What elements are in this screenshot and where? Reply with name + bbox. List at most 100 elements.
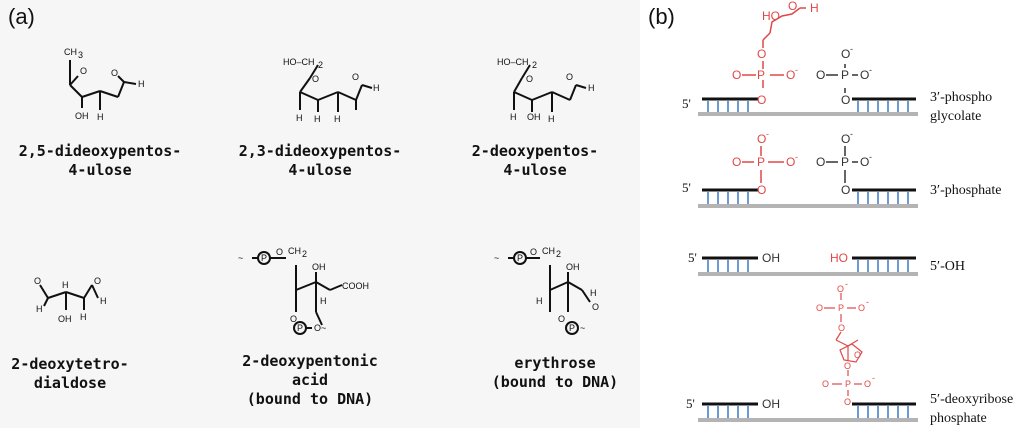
svg-text:O: O [841, 93, 850, 107]
svg-text:-: - [850, 44, 853, 54]
svg-text:H: H [296, 113, 303, 123]
svg-text:O~: O~ [314, 323, 326, 333]
row-label-3: 5′-OH [930, 259, 965, 274]
svg-text:CH: CH [64, 47, 77, 57]
svg-text:O: O [566, 72, 573, 82]
svg-text:~: ~ [238, 253, 243, 263]
svg-text:O: O [530, 247, 537, 257]
svg-text:-: - [795, 65, 798, 75]
compound-name-6: erythrose(bound to DNA) [491, 354, 619, 391]
svg-text:HO–CH: HO–CH [283, 57, 315, 67]
row-4: 5' OH O- P O O- O O O P O O- O [686, 279, 918, 422]
svg-text:HO: HO [762, 9, 780, 23]
svg-text:H: H [36, 304, 43, 314]
panel-a [0, 0, 640, 428]
svg-text:O: O [276, 247, 283, 257]
svg-text:H: H [97, 112, 104, 122]
svg-text:O: O [558, 314, 565, 324]
svg-text:O: O [757, 93, 766, 107]
svg-text:O: O [844, 361, 851, 371]
compound-name-4: 2-deoxytetro-dialdose [11, 355, 129, 392]
row-3-ho: HO [830, 251, 848, 265]
structure-2 [299, 64, 373, 112]
row-3-5prime: 5' [688, 250, 697, 265]
svg-text:H: H [810, 1, 819, 15]
svg-text:O: O [732, 155, 741, 169]
svg-text:-: - [872, 373, 875, 383]
svg-text:O: O [816, 303, 823, 313]
structure-5 [252, 251, 343, 335]
svg-text:H: H [588, 83, 595, 93]
svg-text:H: H [320, 296, 327, 306]
svg-text:H: H [590, 288, 597, 298]
svg-text:O: O [838, 323, 845, 333]
svg-text:O: O [786, 68, 795, 82]
svg-text:O: O [80, 66, 87, 76]
svg-text:O: O [816, 68, 825, 82]
svg-text:H: H [510, 112, 517, 122]
svg-text:O: O [757, 183, 766, 197]
svg-text:~: ~ [580, 323, 585, 333]
svg-text:O: O [864, 379, 871, 389]
svg-text:O: O [822, 379, 829, 389]
svg-text:P: P [517, 253, 523, 263]
structure-3 [513, 64, 587, 112]
svg-text:H: H [536, 296, 543, 306]
svg-text:O: O [854, 350, 861, 360]
svg-text:O: O [841, 47, 850, 61]
svg-text:~: ~ [494, 253, 499, 263]
structure-4 [39, 284, 99, 310]
svg-text:O: O [94, 276, 101, 286]
svg-text:O: O [34, 276, 41, 286]
svg-text:OH: OH [527, 112, 541, 122]
svg-text:-: - [766, 129, 769, 139]
svg-text:P: P [838, 303, 844, 313]
structure-1 [69, 60, 137, 110]
svg-text:-: - [845, 279, 848, 289]
svg-text:O: O [860, 68, 869, 82]
svg-text:H: H [548, 114, 555, 124]
structure-6 [508, 251, 591, 335]
svg-text:3: 3 [78, 50, 83, 60]
svg-text:O: O [757, 47, 766, 61]
row-3-oh: OH [762, 251, 780, 265]
svg-text:COOH: COOH [342, 281, 369, 291]
svg-text:O: O [592, 302, 599, 312]
svg-text:O: O [526, 74, 533, 84]
svg-text:O: O [788, 0, 797, 13]
svg-text:O: O [757, 132, 766, 146]
svg-text:H: H [373, 83, 380, 93]
svg-text:P: P [297, 323, 303, 333]
row-1: 5' O P O O- O HO O H O P O O- O- [682, 0, 918, 116]
svg-text:OH: OH [58, 314, 72, 324]
svg-text:O: O [732, 68, 741, 82]
svg-text:H: H [62, 280, 69, 290]
svg-text:O: O [837, 284, 844, 294]
compound-name-2: 2,3-dideoxypentos-4-ulose [238, 142, 402, 179]
row-4-oh: OH [762, 397, 780, 411]
svg-text:P: P [569, 323, 575, 333]
svg-text:P: P [757, 155, 765, 169]
row-3: 5' OH HO [688, 250, 918, 276]
svg-text:2: 2 [532, 60, 537, 70]
svg-text:P: P [845, 379, 851, 389]
svg-text:-: - [866, 297, 869, 307]
panel-b-label: (b) [648, 4, 675, 29]
svg-text:OH: OH [312, 262, 326, 272]
svg-text:-: - [869, 152, 872, 162]
svg-text:HO–CH: HO–CH [497, 57, 529, 67]
svg-text:CH: CH [288, 246, 301, 256]
svg-text:O: O [841, 132, 850, 146]
svg-text:O: O [858, 303, 865, 313]
svg-text:-: - [795, 152, 798, 162]
svg-text:P: P [841, 155, 849, 169]
compound-name-1: 2,5-dideoxypentos-4-ulose [18, 142, 182, 179]
svg-text:CH: CH [542, 246, 555, 256]
